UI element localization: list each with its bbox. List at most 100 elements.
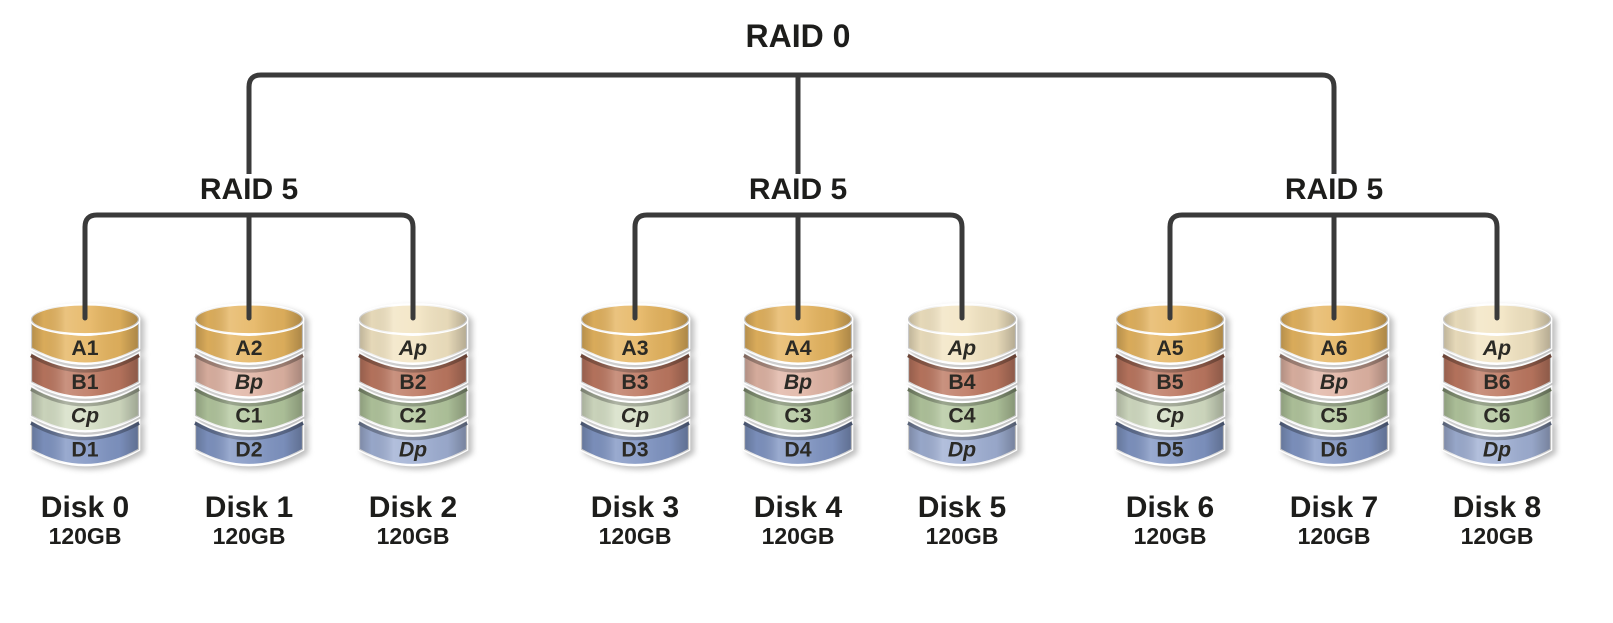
disk-8-name: Disk 8 [1452, 491, 1542, 524]
stripe-label: Bp [235, 370, 263, 394]
stripe-shading [358, 386, 468, 432]
stripe-label: Bp [1320, 370, 1348, 394]
stripe-label: D2 [235, 437, 262, 461]
stripe-shading [1442, 420, 1552, 466]
disk-0-capacity: 120GB [48, 523, 122, 549]
stripe-label: D3 [621, 437, 648, 461]
stripe-shading [907, 386, 1017, 432]
stripe-label: Cp [1156, 404, 1184, 428]
stripe-shading [358, 319, 468, 364]
disk-top-shading [358, 304, 468, 335]
stripe-label: B5 [1156, 370, 1183, 394]
raid5-label-2: RAID 5 [742, 174, 854, 206]
disk-top-shading [1115, 304, 1225, 335]
stripe-shading [1279, 319, 1389, 364]
stripe-label: B4 [948, 370, 975, 394]
stripe-shading [1442, 353, 1552, 398]
stripe-shading [358, 353, 468, 398]
stripe-label: C6 [1483, 404, 1510, 428]
stripe-shading [1442, 319, 1552, 364]
stripe-shading [1115, 420, 1225, 466]
stripe-label: Dp [399, 437, 427, 461]
raid0-connector [246, 72, 1337, 177]
stripe-label: B3 [621, 370, 648, 394]
stripe-shading [1115, 353, 1225, 398]
disk-top-shading [1279, 304, 1389, 335]
stripe-label: D1 [71, 437, 98, 461]
disk-5-name: Disk 5 [917, 491, 1007, 524]
disk-7-capacity: 120GB [1297, 523, 1371, 549]
disk-1-capacity: 120GB [212, 523, 286, 549]
disk-5-capacity: 120GB [925, 523, 999, 549]
disk-2-capacity: 120GB [376, 523, 450, 549]
stripe-label: A4 [784, 336, 811, 360]
stripe-shading [907, 420, 1017, 466]
stripe-shading [580, 386, 690, 432]
stripe-shading [30, 353, 140, 398]
stripe-label: D4 [784, 437, 811, 461]
stripe-shading [358, 420, 468, 466]
stripe-shading [194, 420, 304, 466]
stripe-label: D6 [1320, 437, 1347, 461]
stripe-label: D5 [1156, 437, 1183, 461]
stripe-shading [580, 420, 690, 466]
stripe-label: Dp [1483, 437, 1511, 461]
stripe-label: Dp [948, 437, 976, 461]
disk-top-shading [194, 304, 304, 335]
stripe-label: C2 [399, 404, 426, 428]
stripe-shading [1279, 420, 1389, 466]
stripe-label: C5 [1320, 404, 1347, 428]
stripe-label: A3 [621, 336, 648, 360]
raid5-label-1: RAID 5 [193, 174, 305, 206]
stripe-label: B1 [71, 370, 98, 394]
stripe-shading [743, 319, 853, 364]
disk-7-name: Disk 7 [1289, 491, 1379, 524]
disk-4-capacity: 120GB [761, 523, 835, 549]
stripe-label: C1 [235, 404, 262, 428]
stripe-label: A2 [235, 336, 262, 360]
disk-top-shading [743, 304, 853, 335]
stripe-label: B6 [1483, 370, 1510, 394]
stripe-shading [907, 353, 1017, 398]
stripe-shading [1115, 386, 1225, 432]
stripe-label: B2 [399, 370, 426, 394]
stripe-label: A5 [1156, 336, 1183, 360]
stripe-shading [30, 420, 140, 466]
disk-top-shading [580, 304, 690, 335]
stripe-shading [580, 353, 690, 398]
disk-0-name: Disk 0 [40, 491, 130, 524]
disk-2-name: Disk 2 [368, 491, 458, 524]
stripe-label: A6 [1320, 336, 1347, 360]
stripe-label: Cp [71, 404, 99, 428]
disk-6-capacity: 120GB [1133, 523, 1207, 549]
stripe-shading [743, 386, 853, 432]
stripe-shading [743, 353, 853, 398]
stripe-shading [30, 319, 140, 364]
disk-1-name: Disk 1 [204, 491, 294, 524]
stripe-shading [1115, 319, 1225, 364]
disk-top-shading [1442, 304, 1552, 335]
stripe-label: Ap [1482, 336, 1511, 360]
